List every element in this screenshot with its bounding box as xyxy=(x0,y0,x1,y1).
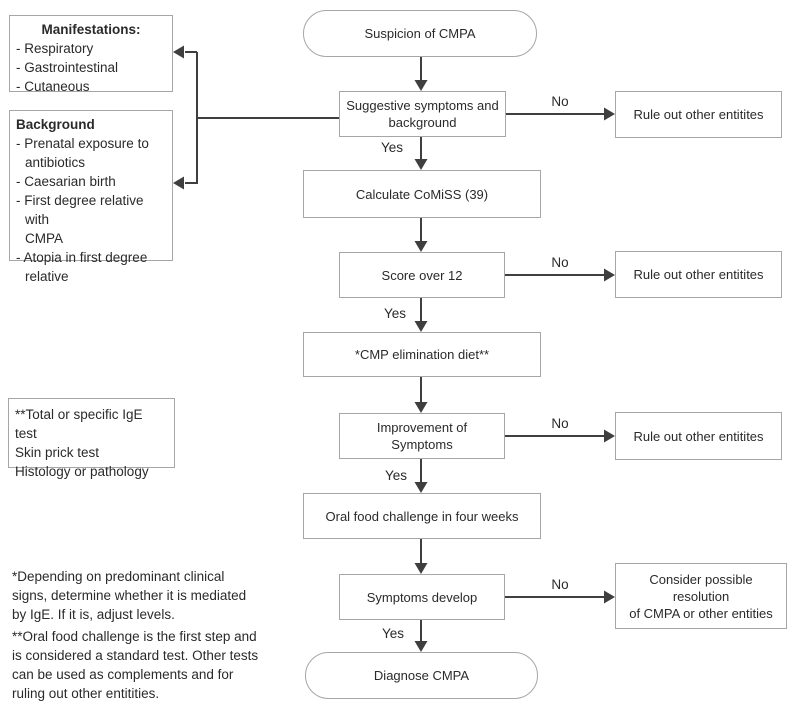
node-suggestive-symptoms: Suggestive symptoms and background xyxy=(339,91,506,137)
manifestations-box: Manifestations: - Respiratory - Gastroin… xyxy=(9,15,173,94)
node-consider-resolution: Consider possible resolution of CMPA or … xyxy=(615,563,787,629)
arrowhead-right-ruleout2 xyxy=(604,268,615,282)
node-calculate-comiss: Calculate CoMiSS (39) xyxy=(303,170,541,218)
manifestations-title: Manifestations: xyxy=(41,22,141,37)
edge-label-yes-1: Yes xyxy=(380,140,404,155)
edge-label-no-4: No xyxy=(551,577,569,592)
tests-box: **Total or specific IgE test Skin prick … xyxy=(8,398,175,479)
manifestation-item: - Cutaneous xyxy=(16,79,90,94)
node-rule-out-2: Rule out other entitites xyxy=(615,251,782,298)
edge-label-yes-3: Yes xyxy=(384,468,408,483)
tests-line: Skin prick test xyxy=(15,445,100,460)
arrowhead-down-score xyxy=(414,241,428,252)
arrowhead-right-consider xyxy=(604,590,615,604)
node-score-over-12: Score over 12 xyxy=(339,252,505,298)
arrowhead-down-calculate xyxy=(414,159,428,170)
background-item: - Prenatal exposure to antibiotics xyxy=(16,136,149,170)
arrowhead-down-improvement xyxy=(414,402,428,413)
arrowhead-left-manifestations xyxy=(173,45,184,59)
edge-label-yes-4: Yes xyxy=(381,626,405,641)
node-oral-food-challenge: Oral food challenge in four weeks xyxy=(303,493,541,539)
background-item: - First degree relative with CMPA xyxy=(16,193,144,246)
edge-label-no-3: No xyxy=(551,416,569,431)
node-rule-out-3: Rule out other entitites xyxy=(615,412,782,460)
arrowhead-down-diagnose xyxy=(414,641,428,652)
node-symptoms-develop: Symptoms develop xyxy=(339,574,505,620)
manifestation-item: - Gastrointestinal xyxy=(16,60,119,75)
background-item: - Caesarian birth xyxy=(16,174,116,189)
edge-label-no-1: No xyxy=(551,94,569,109)
tests-line: **Total or specific IgE test xyxy=(15,407,143,441)
footnote-oral-food-challenge: **Oral food challenge is the first step … xyxy=(12,629,259,701)
node-cmp-elimination-diet: *CMP elimination diet** xyxy=(303,332,541,377)
background-item: - Atopia in first degree relative xyxy=(16,250,148,284)
node-rule-out-1: Rule out other entitites xyxy=(615,91,782,138)
arrowhead-left-background xyxy=(173,176,184,190)
node-diagnose-cmpa: Diagnose CMPA xyxy=(305,652,538,699)
tests-line: Histology or pathology xyxy=(15,464,149,479)
background-title: Background xyxy=(16,117,95,132)
node-suspicion: Suspicion of CMPA xyxy=(303,10,537,57)
arrowhead-right-ruleout3 xyxy=(604,429,615,443)
footnote-ige: *Depending on predominant clinical signs… xyxy=(12,569,247,622)
edge-label-no-2: No xyxy=(551,255,569,270)
arrowhead-down-suggestive xyxy=(414,80,428,91)
arrowhead-down-oral xyxy=(414,482,428,493)
manifestation-item: - Respiratory xyxy=(16,41,94,56)
background-box: Background - Prenatal exposure to antibi… xyxy=(9,110,173,284)
edge-label-yes-2: Yes xyxy=(383,306,407,321)
arrowhead-down-symptoms xyxy=(414,563,428,574)
node-improvement-of-symptoms: Improvement of Symptoms xyxy=(339,413,505,459)
arrowhead-down-elimination xyxy=(414,321,428,332)
arrowhead-right-ruleout1 xyxy=(604,107,615,121)
